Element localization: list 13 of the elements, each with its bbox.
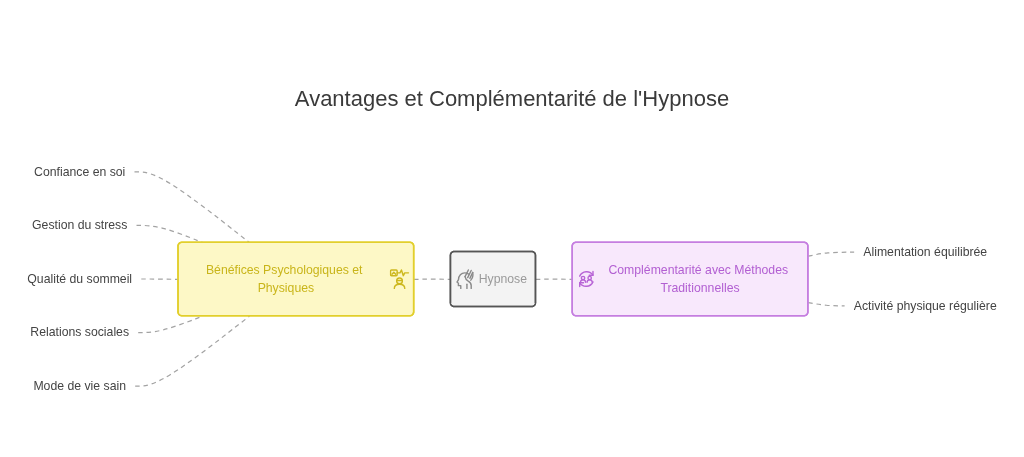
node-text: Alimentation équilibrée bbox=[863, 245, 988, 259]
connector bbox=[134, 315, 251, 387]
connector bbox=[807, 251, 855, 257]
node-text: Gestion du stress bbox=[32, 218, 128, 232]
node-text: Activité physique régulière bbox=[853, 298, 997, 312]
node-text: Confiance en soi bbox=[34, 164, 126, 178]
connector bbox=[140, 278, 179, 280]
node-text: Relations sociales bbox=[30, 325, 130, 339]
connector bbox=[133, 171, 251, 244]
node-text: Mode de vie sain bbox=[33, 379, 126, 393]
node-text: Qualité du sommeil bbox=[27, 272, 133, 286]
diagram-title: Avantages et Complémentarité de l'Hypnose bbox=[294, 86, 730, 112]
connector bbox=[807, 301, 846, 307]
